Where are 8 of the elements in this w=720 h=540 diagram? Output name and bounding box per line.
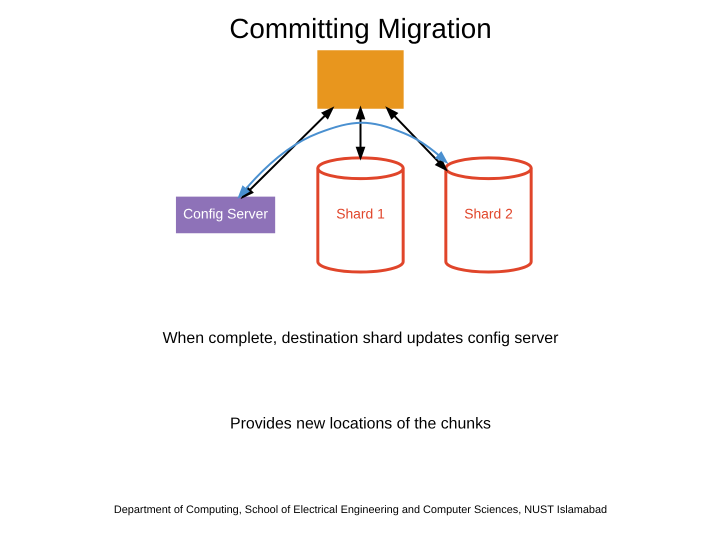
diagram-title: Committing Migration	[228, 13, 492, 44]
node-box: Config Server	[175, 196, 275, 234]
arrow	[384, 106, 448, 172]
arrow	[355, 105, 365, 161]
label: When complete, destination shard updates config server	[162, 330, 558, 348]
label: Department of Computing, School of Electrical Engineering and Computer Sciences, NUST Islamabad	[113, 504, 607, 516]
node-box	[316, 50, 404, 109]
label: Provides new locations of the chunks	[230, 416, 490, 433]
